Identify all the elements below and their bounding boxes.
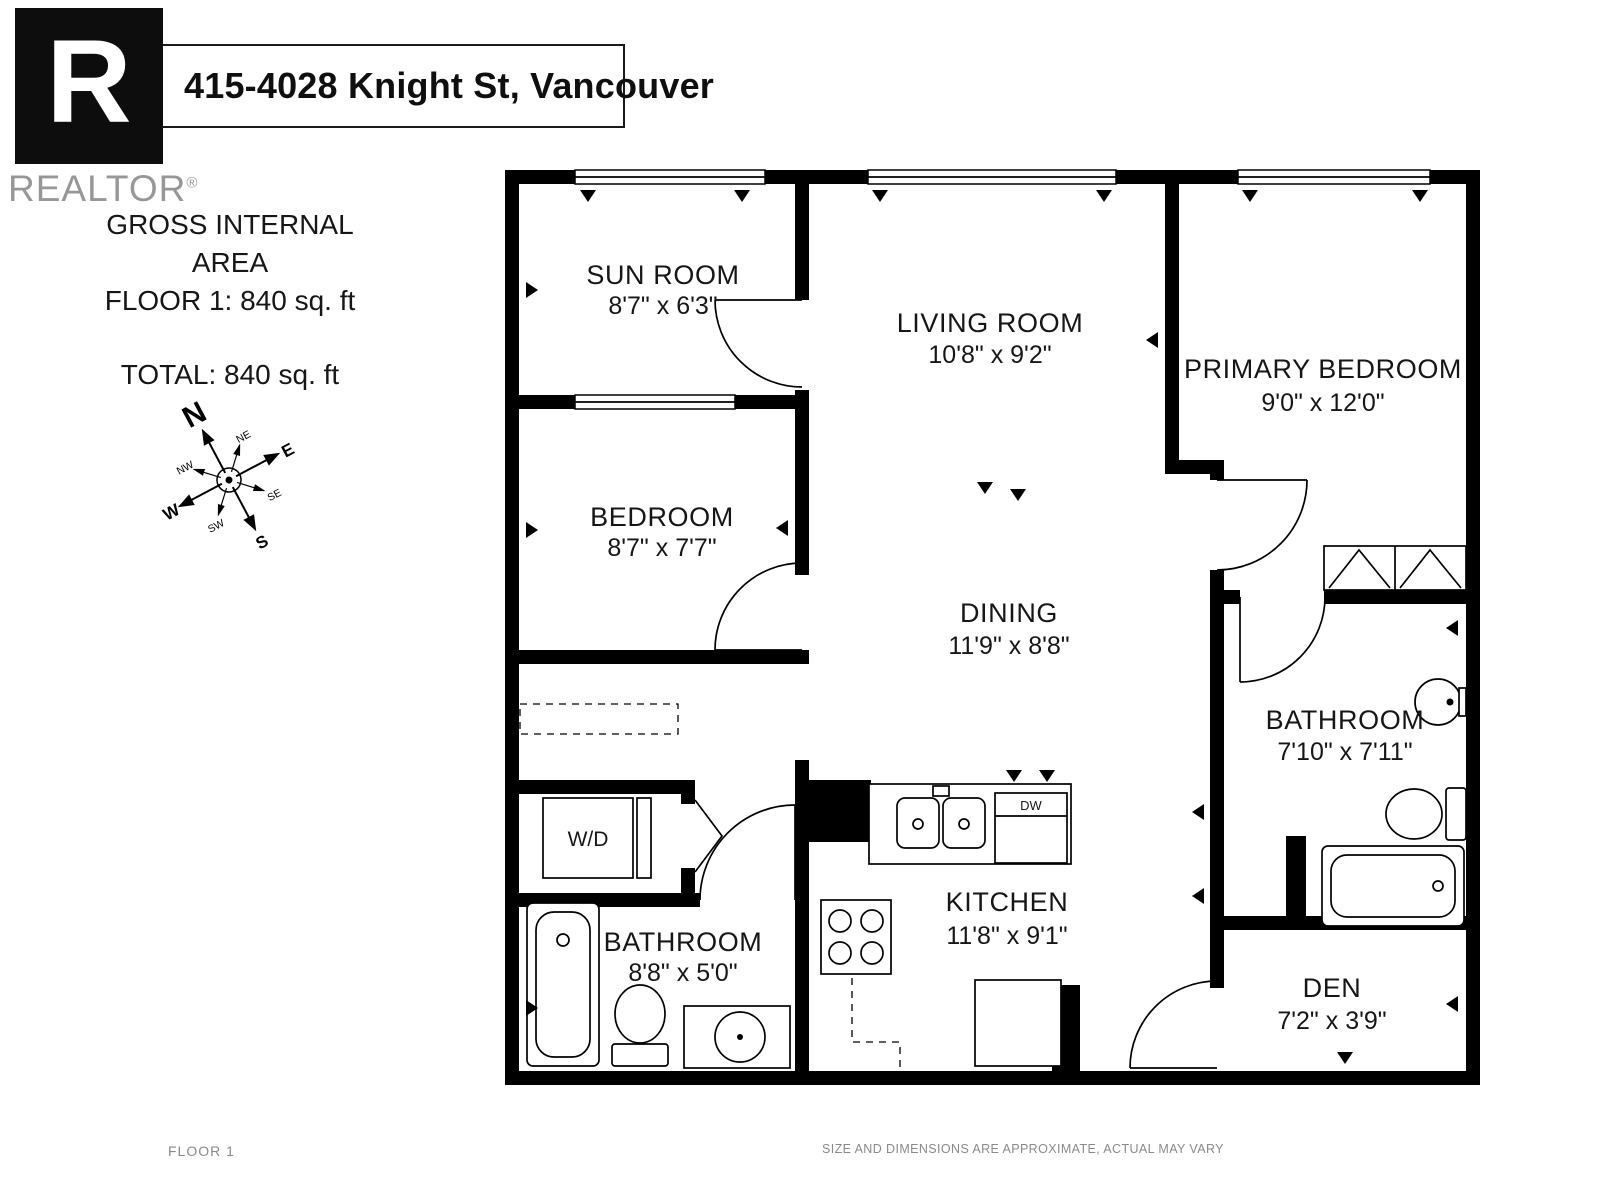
compass-sw: SW xyxy=(206,517,227,536)
realtor-logo-r: R xyxy=(46,16,132,148)
kitchen-sink xyxy=(896,785,986,849)
footer-floor-label: FLOOR 1 xyxy=(168,1143,235,1159)
area-summary: GROSS INTERNAL AREA FLOOR 1: 840 sq. ft … xyxy=(70,206,390,394)
realtor-brand: REALTOR® xyxy=(8,168,198,210)
gross-area-label: GROSS INTERNAL AREA xyxy=(106,209,354,278)
fixtures xyxy=(526,545,1467,1069)
doors xyxy=(694,299,1326,1069)
room-dims-primary-bedroom: 9'0" x 12'0" xyxy=(1261,389,1384,417)
compass-n: N xyxy=(177,395,212,434)
door-bathroom-ensuite xyxy=(1239,596,1326,683)
ensuite-bathtub xyxy=(1321,845,1465,927)
compass-nw: NW xyxy=(175,459,196,478)
compass-ne: NE xyxy=(234,428,253,445)
room-label-kitchen: KITCHEN xyxy=(946,887,1069,917)
compass-needles xyxy=(177,428,281,532)
room-label-primary-bedroom: PRIMARY BEDROOM xyxy=(1184,354,1462,384)
room-dims-living-room: 10'8" x 9'2" xyxy=(928,341,1051,369)
door-bathroom-main xyxy=(699,804,796,901)
room-dims-den: 7'2" x 3'9" xyxy=(1277,1007,1386,1035)
vanity-sink xyxy=(683,1005,791,1069)
room-dims-kitchen: 11'8" x 9'1" xyxy=(946,922,1067,950)
room-label-bathroom-ensuite: BATHROOM xyxy=(1266,705,1425,735)
door-bedroom xyxy=(714,562,803,651)
kitchen-island xyxy=(974,979,1062,1067)
compass-w: W xyxy=(160,500,184,525)
realtor-brand-text: REALTOR xyxy=(8,168,187,209)
floor-area-value: FLOOR 1: 840 sq. ft xyxy=(104,285,356,316)
dishwasher xyxy=(994,792,1068,864)
kitchen-counter-dashed xyxy=(851,978,901,1069)
room-dims-sun-room: 8'7" x 6'3" xyxy=(608,292,717,320)
door-den xyxy=(1129,980,1218,1069)
bifold-door-wd xyxy=(694,799,724,873)
bathtub xyxy=(526,902,600,1067)
door-sun-room xyxy=(714,299,803,388)
door-primary-bedroom xyxy=(1216,479,1308,571)
dashed-features xyxy=(519,703,901,1069)
room-labels: SUN ROOM 8'7" x 6'3" LIVING ROOM 10'8" x… xyxy=(568,260,1462,1035)
windows xyxy=(574,169,1431,410)
room-label-sun-room: SUN ROOM xyxy=(586,260,739,290)
room-dims-bathroom-main: 8'8" x 5'0" xyxy=(628,959,737,987)
room-dims-dining: 11'9" x 8'8" xyxy=(948,632,1069,660)
realtor-logo: R xyxy=(15,8,163,164)
washer-dryer xyxy=(542,797,652,879)
footer-disclaimer: SIZE AND DIMENSIONS ARE APPROXIMATE, ACT… xyxy=(822,1142,1224,1156)
room-dims-bedroom: 8'7" x 7'7" xyxy=(607,534,716,562)
stove xyxy=(820,899,892,975)
primary-closet xyxy=(1323,545,1467,591)
toilet xyxy=(611,984,669,1067)
registered-mark: ® xyxy=(186,174,199,192)
hall-closet-dashed xyxy=(519,703,679,735)
ensuite-toilet xyxy=(1385,787,1467,841)
ensuite-sink xyxy=(1414,678,1467,726)
room-dims-bathroom-ensuite: 7'10" x 7'11" xyxy=(1277,738,1412,766)
room-label-bathroom-main: BATHROOM xyxy=(604,927,763,957)
total-area-value: TOTAL: 840 sq. ft xyxy=(120,359,340,390)
room-label-dining: DINING xyxy=(960,598,1058,628)
compass-e: E xyxy=(279,439,298,461)
compass-s: S xyxy=(253,531,272,553)
dishwasher-label: DW xyxy=(1020,798,1042,813)
washer-dryer-label: W/D xyxy=(568,828,609,851)
compass-se: SE xyxy=(266,487,284,504)
room-label-bedroom: BEDROOM xyxy=(590,502,734,532)
direction-arrows xyxy=(526,190,1458,1064)
room-label-living-room: LIVING ROOM xyxy=(897,308,1084,338)
room-label-den: DEN xyxy=(1303,973,1362,1003)
compass-rose: N E S W NE SE SW NW xyxy=(160,395,298,553)
address-title: 415-4028 Knight St, Vancouver xyxy=(184,65,714,106)
